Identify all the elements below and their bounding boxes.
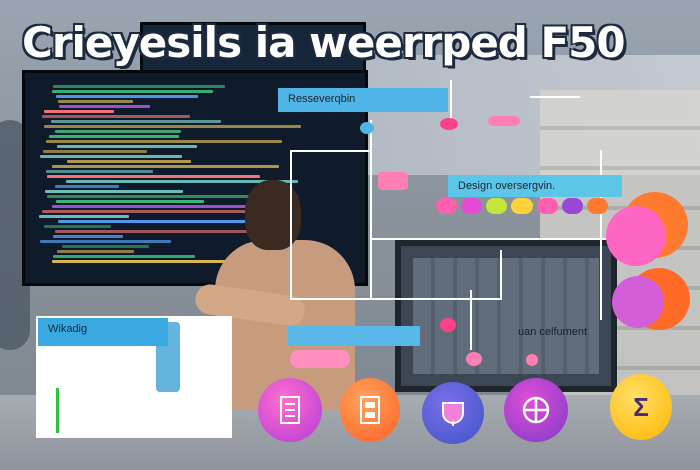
code-line [44, 125, 301, 128]
chip [436, 198, 458, 214]
code-line [42, 210, 260, 213]
code-line [52, 260, 259, 263]
code-line [44, 225, 111, 228]
pink-shape [466, 352, 482, 366]
code-line [52, 205, 286, 208]
pink-shape [378, 172, 408, 190]
page-title: Crieyesils ia weerrped F50 [22, 18, 626, 67]
code-line [45, 190, 183, 193]
code-line [43, 150, 147, 153]
pink-shape [440, 318, 456, 332]
blue-banner [288, 326, 420, 346]
pink-shape [360, 122, 374, 134]
code-line [40, 240, 171, 243]
chip [461, 198, 483, 214]
connector-line [290, 150, 292, 300]
chip [486, 198, 508, 214]
connector-line [470, 290, 472, 350]
node-document[interactable] [258, 378, 322, 442]
code-line [59, 105, 150, 108]
label-left: Wikadig [38, 318, 168, 346]
compass-icon [522, 396, 550, 424]
code-line [52, 90, 213, 93]
code-line [44, 110, 114, 113]
code-line [67, 160, 191, 163]
code-line [55, 230, 281, 233]
code-line [58, 100, 133, 103]
chip [586, 198, 608, 214]
connector-line [500, 250, 502, 300]
green-bar [56, 388, 59, 433]
connector-line [530, 96, 580, 98]
purple-orb [612, 276, 664, 328]
pink-shape [526, 354, 538, 366]
pink-shape [440, 118, 458, 130]
connector-line [450, 80, 452, 120]
document-icon [280, 396, 300, 424]
ledger-icon [360, 396, 380, 424]
code-line [47, 175, 260, 178]
node-cup[interactable] [422, 382, 484, 444]
code-lines [39, 85, 351, 271]
code-line [46, 170, 153, 173]
pink-shape [290, 350, 350, 368]
chip [561, 198, 583, 214]
code-line [46, 140, 282, 143]
label-ux: uan celfument [518, 326, 588, 338]
cup-icon [442, 402, 464, 426]
color-chip-row [436, 198, 608, 216]
code-line [42, 115, 190, 118]
code-line [53, 235, 123, 238]
code-line [66, 180, 298, 183]
code-line [53, 85, 225, 88]
background-monitor-screen [413, 258, 599, 374]
node-compass[interactable] [504, 378, 568, 442]
code-line [62, 245, 149, 248]
code-line [47, 195, 298, 198]
code-line [57, 250, 134, 253]
pink-orb [606, 206, 666, 266]
connector-line [290, 150, 370, 152]
code-line [56, 200, 204, 203]
code-line [52, 165, 279, 168]
code-line [55, 130, 181, 133]
code-line [55, 185, 119, 188]
label-design: Design oversergvin. [448, 175, 622, 197]
code-line [51, 120, 221, 123]
code-line [56, 95, 198, 98]
chip [511, 198, 533, 214]
code-line [58, 220, 291, 223]
currency-icon: Σ [633, 391, 649, 422]
background-monitor [395, 240, 617, 392]
code-line [40, 155, 182, 158]
chip [536, 198, 558, 214]
code-line [39, 215, 129, 218]
code-line [57, 145, 197, 148]
connector-line [290, 298, 500, 300]
connector-line [600, 150, 602, 320]
person-head [245, 180, 301, 250]
node-ledger[interactable] [340, 378, 400, 442]
code-line [49, 135, 179, 138]
pink-shape [488, 116, 520, 126]
label-top: Resseverqbin [278, 88, 448, 112]
node-currency[interactable]: Σ [610, 374, 672, 440]
connector-line [370, 120, 372, 300]
code-line [53, 255, 195, 258]
connector-line [370, 238, 630, 240]
